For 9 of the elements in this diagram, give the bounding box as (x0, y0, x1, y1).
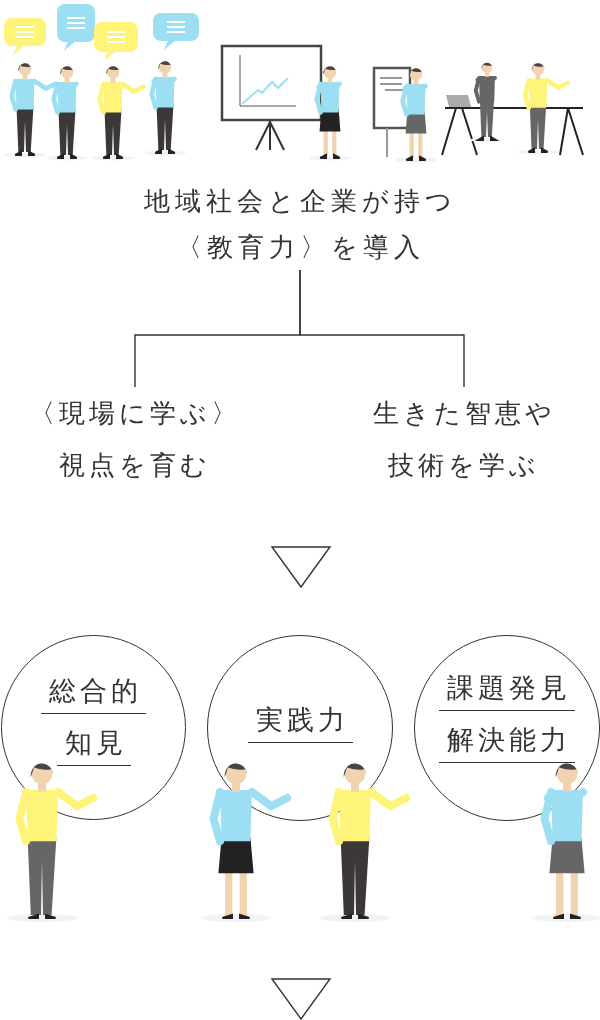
node-text: 〈現場に学ぶ〉視点を育む (28, 397, 242, 482)
node-text: 生きた智恵や技術を学ぶ (371, 397, 557, 482)
circle-label: 実践力 (247, 703, 353, 743)
bracket-connector (299, 269, 465, 388)
circle-label: 課題発見 (439, 671, 575, 711)
node-text: 地域社会と企業が持つ〈教育力〉を導入 (142, 185, 458, 264)
circle-label: 総合的 (41, 673, 146, 714)
circle-label: 解決能力 (439, 723, 575, 763)
circle-label: 知見 (56, 725, 131, 766)
